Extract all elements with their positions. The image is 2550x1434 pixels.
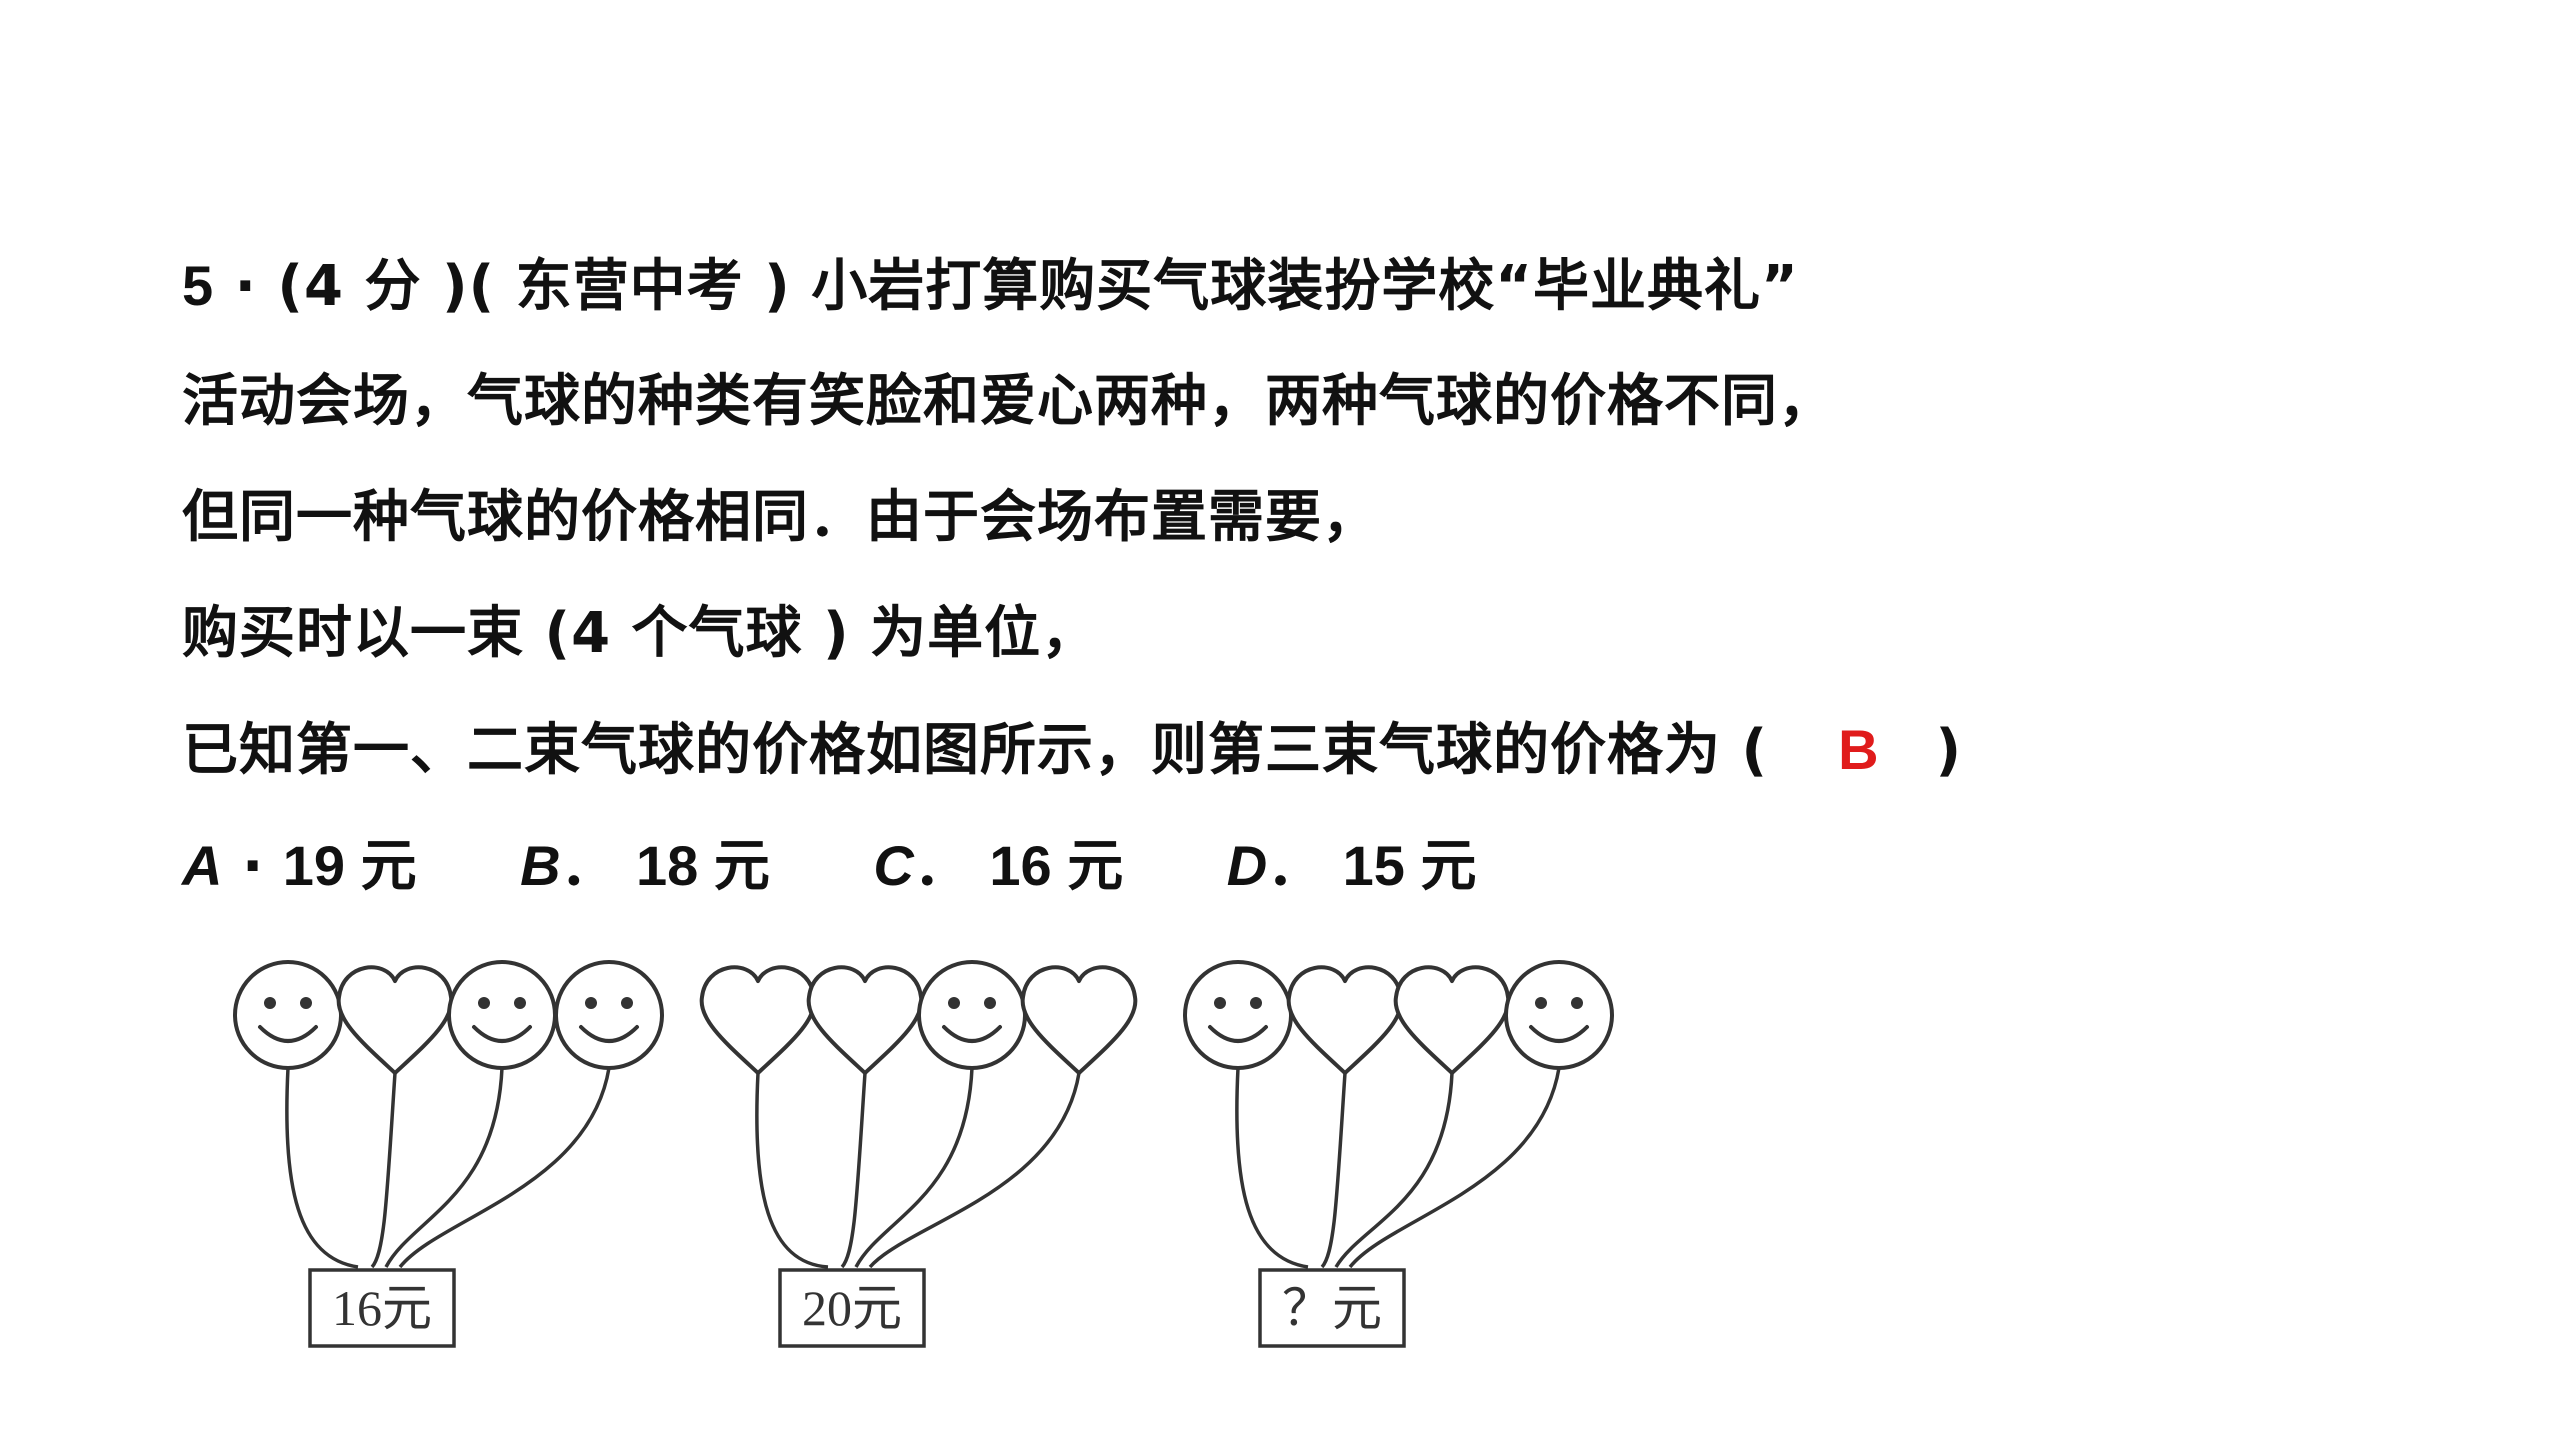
question-line-5: 已知第一、二束气球的价格如图所示，则第三束气球的价格为 ( B) <box>182 692 2432 808</box>
smiley-eye-right <box>1250 997 1262 1009</box>
balloon-string-3 <box>854 1067 974 1268</box>
balloon-string-4 <box>868 1072 1081 1269</box>
option-b-letter: B <box>520 834 561 897</box>
option-d-letter: D <box>1226 834 1268 897</box>
smiley-eye-left <box>1214 997 1226 1009</box>
price-tag-box <box>308 1268 456 1348</box>
price-tag-box <box>1258 1268 1406 1348</box>
option-a-letter: A <box>182 834 223 897</box>
balloon-string-1 <box>285 1067 359 1269</box>
smiley-eye-left <box>478 997 490 1009</box>
option-b-value: 18 元 <box>636 834 770 897</box>
option-a-sep: · <box>222 834 283 899</box>
price-tag: 20元 <box>778 1268 926 1348</box>
balloon-string-1 <box>755 1072 829 1269</box>
option-c-sep: ． <box>913 834 990 899</box>
smiley-mouth <box>258 1025 318 1043</box>
answer-close-paren: ) <box>1935 718 1963 783</box>
option-a-value: 19 元 <box>282 834 417 897</box>
balloon-figure: 16元 20元 ？元 <box>220 955 1660 1375</box>
smiley-eye-right <box>514 997 526 1009</box>
answer-mark: B <box>1838 718 1880 781</box>
balloon-string-4 <box>1348 1067 1561 1269</box>
smiley-icon <box>917 960 1027 1070</box>
price-tag-box <box>778 1268 926 1348</box>
smiley-mouth <box>1208 1025 1268 1043</box>
price-tag: 16元 <box>308 1268 456 1348</box>
balloon-string-2 <box>1320 1072 1347 1269</box>
option-b[interactable]: B． 18 元 <box>520 808 770 925</box>
question-line-3: 但同一种气球的价格相同．由于会场布置需要， <box>182 485 1379 550</box>
option-c-letter: C <box>873 834 914 897</box>
smiley-eye-right <box>300 997 312 1009</box>
price-tag-label: 16元 <box>332 1280 432 1336</box>
options-row: A · 19 元 B． 18 元 C． 16 元 D． 15 元 <box>182 808 2432 924</box>
heart-icon <box>699 965 817 1075</box>
smiley-icon <box>447 960 557 1070</box>
question-line-1: 5 · (4 分 )( 东营中考 ) 小岩打算购买气球装扮学校“毕业典礼” <box>182 228 2432 344</box>
option-a[interactable]: A · 19 元 <box>182 808 417 925</box>
smiley-mouth <box>579 1025 639 1043</box>
smiley-eye-left <box>1535 997 1547 1009</box>
smiley-icon <box>1183 960 1293 1070</box>
balloon-string-2 <box>370 1072 397 1269</box>
option-d[interactable]: D． 15 元 <box>1227 808 1477 925</box>
option-d-sep: ． <box>1267 834 1343 899</box>
balloon-bunch-3: ？元 <box>1183 960 1614 1348</box>
question-line-4: 购买时以一束 (4 个气球 ) 为单位， <box>182 601 1099 666</box>
smiley-eye-right <box>621 997 633 1009</box>
option-b-sep: ． <box>560 834 637 899</box>
smiley-mouth <box>472 1025 532 1043</box>
balloon-bunch-1: 16元 <box>233 960 664 1348</box>
smiley-mouth <box>1529 1025 1589 1043</box>
question-line-2: 活动会场，气球的种类有笑脸和爱心两种，两种气球的价格不同， <box>182 369 1835 434</box>
price-tag: ？元 <box>1258 1268 1406 1348</box>
balloon-bunch-2: 20元 <box>699 960 1138 1348</box>
question-text-1: 小岩打算购买气球装扮学校“毕业典礼” <box>811 254 1799 319</box>
smiley-eye-left <box>264 997 276 1009</box>
smiley-eye-left <box>948 997 960 1009</box>
option-d-value: 15 元 <box>1342 834 1477 897</box>
smiley-icon <box>554 960 664 1070</box>
smiley-eye-right <box>984 997 996 1009</box>
option-c[interactable]: C． 16 元 <box>873 808 1123 925</box>
question-number-separator: · <box>214 254 278 319</box>
heart-icon <box>806 965 924 1075</box>
price-tag-label: ？元 <box>1282 1280 1382 1336</box>
smiley-icon <box>1504 960 1614 1070</box>
balloon-figure-svg: 16元 20元 ？元 <box>233 960 1614 1348</box>
balloon-string-4 <box>398 1067 611 1269</box>
smiley-icon <box>233 960 343 1070</box>
smiley-eye-right <box>1571 997 1583 1009</box>
balloon-string-2 <box>840 1072 867 1269</box>
heart-icon <box>1286 965 1404 1075</box>
balloon-string-1 <box>1235 1067 1309 1269</box>
question-block: 5 · (4 分 )( 东营中考 ) 小岩打算购买气球装扮学校“毕业典礼” 活动… <box>182 228 2432 924</box>
smiley-eye-left <box>585 997 597 1009</box>
question-text-5: 已知第一、二束气球的价格如图所示，则第三束气球的价格为 ( <box>182 718 1769 783</box>
question-score-source: (4 分 )( 东营中考 ) <box>277 254 812 319</box>
smiley-mouth <box>942 1025 1002 1043</box>
balloon-string-3 <box>1334 1072 1454 1268</box>
price-tag-label: 20元 <box>802 1280 902 1336</box>
balloon-string-3 <box>384 1067 504 1268</box>
heart-icon <box>336 965 454 1075</box>
option-c-value: 16 元 <box>989 834 1124 897</box>
question-number: 5 <box>182 254 215 317</box>
heart-icon <box>1020 965 1138 1075</box>
heart-icon <box>1393 965 1511 1075</box>
